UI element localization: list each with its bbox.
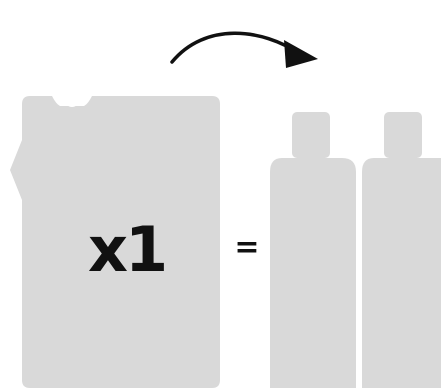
equals-sign: = [234, 230, 260, 265]
bottle-icon [270, 112, 356, 388]
curved-arrow-icon [170, 31, 318, 68]
quantity-label: x1 [88, 213, 168, 286]
bottle-icon [362, 112, 441, 388]
refill-pouch-icon [10, 96, 220, 388]
